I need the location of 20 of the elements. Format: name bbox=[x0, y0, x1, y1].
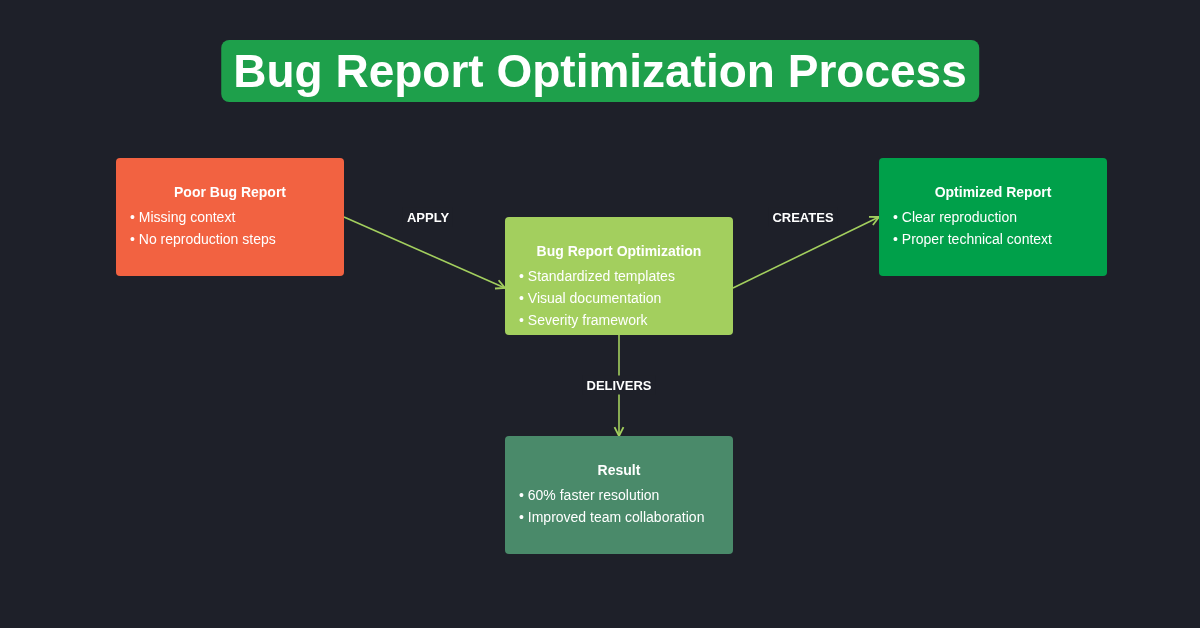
process-box bbox=[505, 217, 733, 335]
bullet-item: • Clear reproduction bbox=[892, 208, 1017, 227]
bullet-item: • Improved team collaboration bbox=[518, 508, 705, 527]
bullet-item: • Visual documentation bbox=[518, 289, 662, 308]
process-box bbox=[505, 436, 733, 554]
arrow bbox=[732, 216, 880, 289]
bullet-item: • Standardized templates bbox=[518, 267, 675, 286]
arrow bbox=[343, 216, 506, 290]
bullet-item: • No reproduction steps bbox=[129, 230, 276, 249]
title-banner: Bug Report Optimization Process bbox=[221, 40, 979, 102]
bullet-item: • Severity framework bbox=[518, 311, 648, 330]
bullet-item: • Missing context bbox=[129, 208, 236, 227]
bullet-item: • Proper technical context bbox=[892, 230, 1052, 249]
box-heading: Bug Report Optimization bbox=[536, 243, 702, 259]
bullet-item: • 60% faster resolution bbox=[518, 486, 660, 505]
process-box bbox=[116, 158, 344, 276]
box-heading: Result bbox=[597, 462, 641, 478]
process-box bbox=[879, 158, 1107, 276]
box-heading: Poor Bug Report bbox=[174, 184, 286, 200]
box-heading: Optimized Report bbox=[934, 184, 1052, 200]
